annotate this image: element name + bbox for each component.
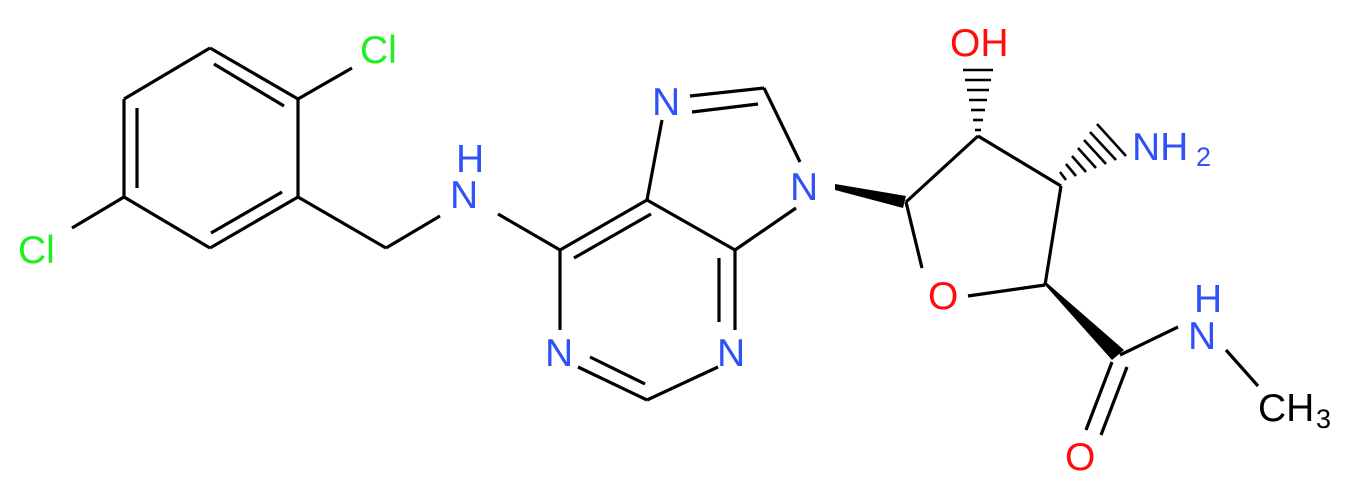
furanose-ring-bonds (904, 134, 1063, 298)
cl-left-bond (71, 195, 125, 230)
amide-h-label: H (1194, 278, 1222, 321)
carbonyl-double-1 (1084, 361, 1114, 431)
benzene-ring-bonds (122, 46, 300, 250)
methyl-label: CH (1258, 387, 1314, 430)
n-methyl-bond (1224, 348, 1260, 388)
amine-h-label: H (456, 138, 484, 181)
carbonyl-o-label: O (1065, 436, 1095, 479)
amino-n-label: NH (1132, 126, 1188, 169)
cl-top-label: Cl (360, 29, 397, 72)
pyrimidine-ring-bonds (558, 198, 737, 402)
n3-label: N (717, 332, 745, 375)
cl-left-label: Cl (18, 229, 55, 272)
amine-n-label: N (450, 174, 478, 217)
n1-label: N (545, 332, 573, 375)
carbonyl-double-2 (1099, 366, 1129, 436)
amide-n-label: N (1188, 315, 1216, 358)
ch2-nh-bond (385, 214, 441, 250)
wedge-n9-c1 (835, 184, 906, 208)
ring-oxygen-label: O (928, 275, 958, 318)
n9-label: N (790, 166, 818, 209)
n7-label: N (652, 81, 680, 124)
imidazole-ring-bonds (645, 86, 802, 252)
hash-c3-nh2 (1058, 123, 1127, 181)
cl-top-bond (297, 66, 353, 101)
amino-subscript: 2 (1196, 142, 1211, 172)
hydroxyl-label: OH (950, 22, 1009, 65)
methyl-subscript: 3 (1316, 404, 1331, 434)
nh-c6-bond (497, 212, 561, 252)
wedge-c4-carbonyl (1045, 283, 1124, 360)
carbonyl-n-bond (1119, 325, 1179, 357)
hash-c2-oh (963, 68, 993, 132)
benzyl-bond (297, 195, 387, 250)
